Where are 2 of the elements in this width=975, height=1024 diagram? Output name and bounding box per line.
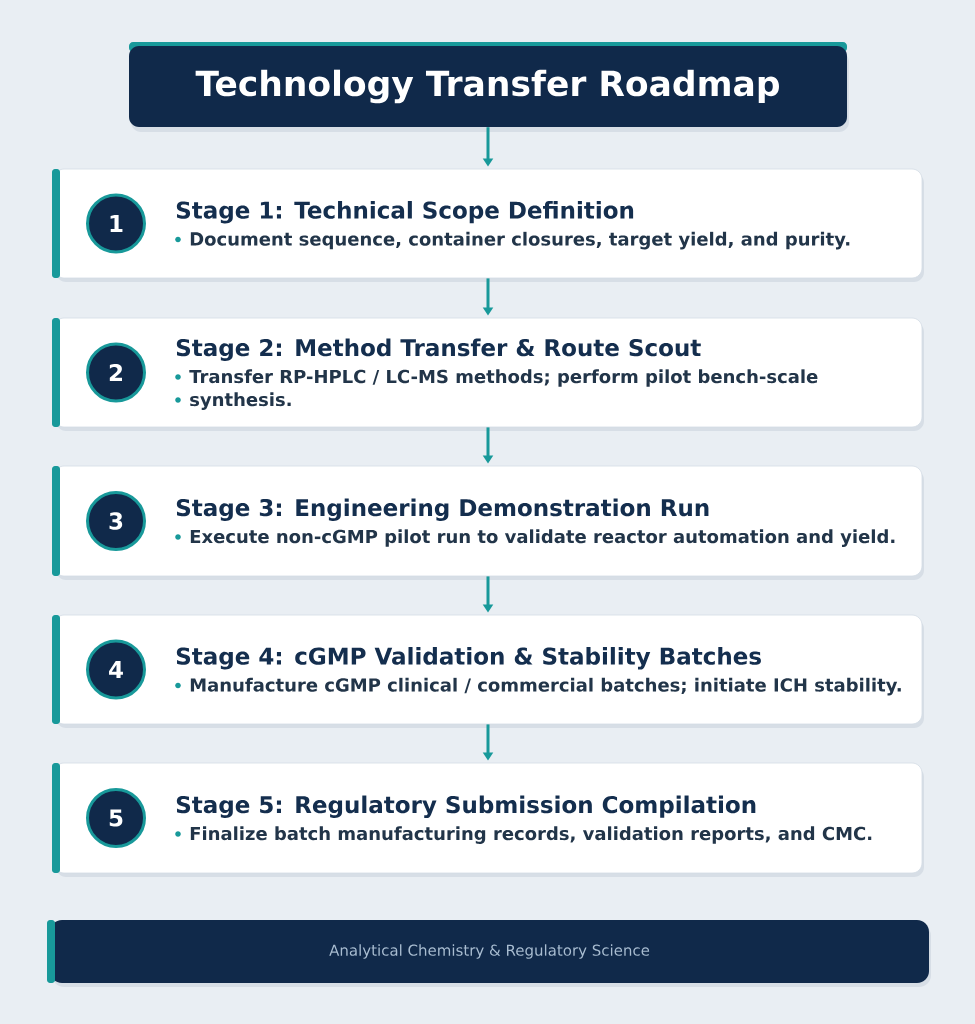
title-banner: Technology Transfer Roadmap xyxy=(129,42,849,132)
footer-banner: Analytical Chemistry & Regulatory Science xyxy=(47,920,931,987)
